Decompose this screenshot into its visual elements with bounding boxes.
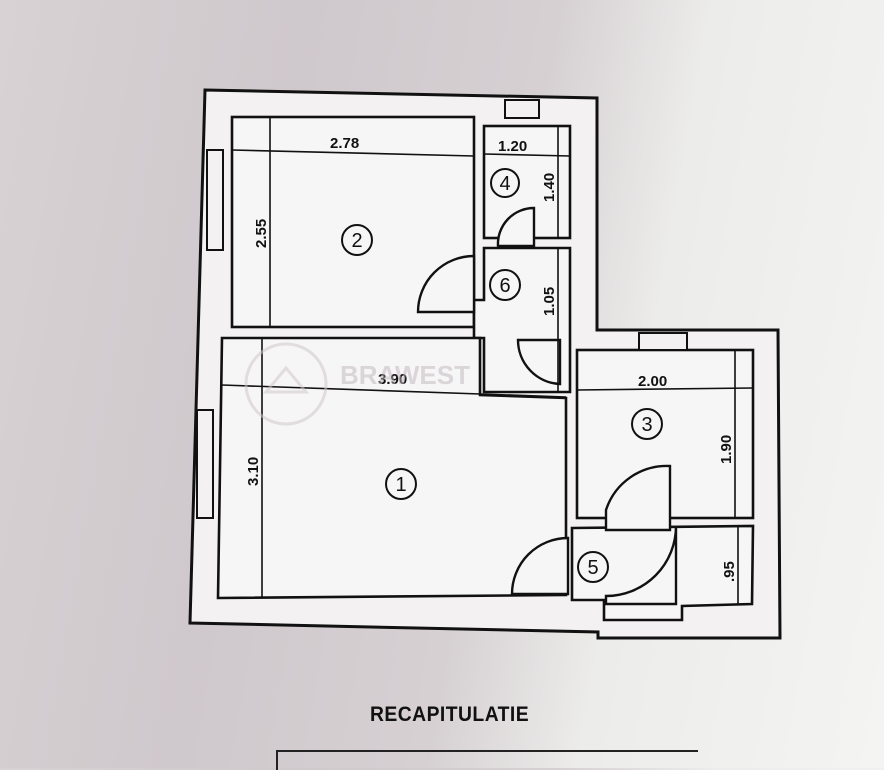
watermark-logo: BRAWEST bbox=[244, 342, 470, 426]
room-number-2: 2 bbox=[351, 230, 362, 252]
summary-heading: RECAPITULATIE bbox=[370, 703, 530, 726]
room-label-6: 6 bbox=[489, 269, 521, 301]
room-number-1: 1 bbox=[395, 474, 406, 496]
window-left-upper bbox=[206, 149, 224, 251]
dim-room2-width: 2.78 bbox=[330, 135, 359, 152]
room-label-1: 1 bbox=[385, 468, 417, 500]
room-number-6: 6 bbox=[499, 275, 510, 297]
room-label-5: 5 bbox=[577, 551, 609, 583]
room-label-3: 3 bbox=[631, 408, 663, 440]
dim-room1-width: 3.90 bbox=[378, 371, 407, 388]
door-room-4 bbox=[496, 206, 536, 248]
dim-room1-height: 3.10 bbox=[245, 457, 262, 486]
dim-room4-height: 1.40 bbox=[541, 173, 558, 202]
room-1-area bbox=[216, 336, 568, 600]
door-room-2 bbox=[416, 254, 476, 314]
watermark-text: BRAWEST bbox=[340, 360, 470, 390]
summary-table-edge bbox=[276, 750, 698, 770]
room-label-2: 2 bbox=[341, 224, 373, 256]
floor-plan: 2.78 2.55 1.20 1.40 1.05 3.90 3.10 2.00 … bbox=[188, 88, 782, 640]
dim-room5-height: .95 bbox=[721, 561, 738, 582]
room-number-3: 3 bbox=[641, 414, 652, 436]
door-room-3 bbox=[604, 464, 672, 532]
room-number-5: 5 bbox=[587, 557, 598, 579]
dim-room3-width: 2.00 bbox=[638, 373, 667, 390]
dim-room4-width: 1.20 bbox=[498, 138, 527, 155]
dim-line-room1-width bbox=[221, 384, 567, 398]
room-number-4: 4 bbox=[499, 173, 510, 195]
dim-room3-height: 1.90 bbox=[718, 435, 735, 464]
dim-line-room2-width bbox=[231, 149, 475, 157]
door-entry bbox=[604, 525, 678, 606]
dim-room6-height: 1.05 bbox=[541, 287, 558, 316]
door-room-5 bbox=[510, 536, 570, 596]
dim-line-room4-width bbox=[483, 153, 571, 157]
dim-line-room3-width bbox=[576, 387, 754, 391]
dim-room2-height: 2.55 bbox=[253, 219, 270, 248]
window-right bbox=[638, 332, 688, 351]
door-room-1 bbox=[516, 338, 562, 386]
window-left-lower bbox=[196, 409, 214, 519]
room-label-4: 4 bbox=[490, 168, 520, 198]
window-top bbox=[504, 99, 540, 119]
